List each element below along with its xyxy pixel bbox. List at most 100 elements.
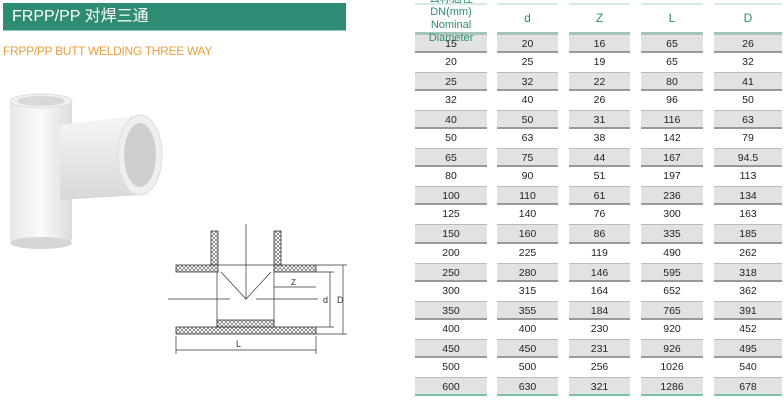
table-cell: 315 [518, 284, 537, 297]
table-cell: 300 [663, 208, 681, 221]
dim-L-label: L [236, 339, 241, 349]
table-cell: 20 [497, 34, 558, 54]
table-cell: 350 [415, 300, 487, 320]
table-cell: 38 [593, 132, 606, 145]
table-cell: 678 [714, 376, 782, 396]
table-cell: 19 [593, 56, 606, 69]
tee-dimension-drawing: Z d D L [168, 224, 347, 354]
table-cell: 225 [518, 246, 537, 259]
subtitle: FRPP/PP BUTT WELDING THREE WAY [3, 44, 213, 58]
table-cell: 51 [593, 170, 606, 183]
column-nominal-diameter: 公称通径 DN(mm)Nominal Diameter1520253240506… [415, 0, 487, 396]
table-cell: 50 [497, 110, 558, 130]
header-text: 公称通径 DN(mm) [429, 0, 473, 18]
table-cell: 495 [714, 338, 782, 358]
table-cell: 1286 [641, 376, 703, 396]
header-text: Z [595, 11, 604, 25]
table-cell: 400 [518, 322, 537, 335]
table-cell: 75 [497, 148, 558, 168]
table-cell: 22 [569, 72, 630, 92]
header-l: L [641, 3, 703, 34]
table-cell: 318 [714, 262, 782, 282]
table-cell: 146 [569, 262, 630, 282]
table-cell: 32 [742, 56, 754, 69]
table-cell: 926 [641, 338, 703, 358]
header-text: d [524, 11, 531, 25]
table-cell: 262 [739, 246, 757, 259]
table-cell: 450 [497, 338, 558, 358]
table-cell: 40 [521, 94, 534, 107]
table-cell: 321 [569, 376, 630, 396]
table-cell: 32 [445, 94, 457, 107]
table-cell: 125 [442, 208, 460, 221]
table-cell: 65 [415, 148, 487, 168]
header-text: L [668, 11, 676, 25]
table-cell: 184 [569, 300, 630, 320]
table-cell: 500 [442, 360, 460, 373]
table-cell: 113 [739, 170, 757, 183]
header-d: d [497, 3, 558, 34]
table-cell: 652 [663, 284, 681, 297]
table-cell: 80 [445, 170, 457, 183]
table-cell: 76 [593, 208, 606, 221]
table-cell: 160 [497, 224, 558, 244]
table-cell: 335 [641, 224, 703, 244]
header-text: D [743, 11, 753, 25]
table-cell: 197 [663, 170, 681, 183]
table-cell: 452 [739, 322, 757, 335]
tee-fitting-photo [9, 93, 163, 249]
dim-D-label: D [337, 295, 344, 305]
table-cell: 250 [415, 262, 487, 282]
table-cell: 1026 [660, 360, 684, 373]
table-cell: 119 [591, 246, 608, 259]
table-cell: 41 [714, 72, 782, 92]
table-cell: 110 [497, 186, 558, 206]
table-cell: 200 [442, 246, 460, 259]
table-cell: 400 [442, 322, 460, 335]
table-cell: 450 [415, 338, 487, 358]
table-cell: 15 [415, 34, 487, 54]
table-cell: 31 [569, 110, 630, 130]
table-cell: 90 [521, 170, 534, 183]
table-cell: 355 [497, 300, 558, 320]
table-cell: 391 [714, 300, 782, 320]
header-nominal-diameter: 公称通径 DN(mm)Nominal Diameter [415, 0, 487, 44]
table-cell: 40 [415, 110, 487, 130]
table-cell: 231 [569, 338, 630, 358]
table-cell: 63 [714, 110, 782, 130]
table-cell: 86 [569, 224, 630, 244]
table-cell: 50 [742, 94, 754, 107]
table-cell: 79 [742, 132, 754, 145]
table-cell: 20 [445, 56, 457, 69]
table-cell: 490 [663, 246, 681, 259]
table-cell: 167 [641, 148, 703, 168]
table-cell: 362 [739, 284, 757, 297]
table-cell: 150 [415, 224, 487, 244]
dim-z-label: Z [291, 278, 296, 287]
table-cell: 185 [714, 224, 782, 244]
table-cell: 50 [445, 132, 457, 145]
table-cell: 164 [590, 284, 609, 297]
header-z: Z [569, 3, 630, 34]
table-cell: 595 [641, 262, 703, 282]
table-cell: 80 [641, 72, 703, 92]
table-cell: 63 [521, 132, 534, 145]
table-cell: 600 [415, 376, 487, 396]
table-cell: 236 [641, 186, 703, 206]
table-cell: 630 [497, 376, 558, 396]
table-cell: 230 [590, 322, 609, 335]
table-cell: 256 [590, 360, 609, 373]
table-cell: 26 [593, 94, 606, 107]
header-outer-d: D [714, 3, 782, 34]
table-cell: 61 [569, 186, 630, 206]
table-cell: 280 [497, 262, 558, 282]
table-cell: 163 [739, 208, 757, 221]
table-cell: 44 [569, 148, 630, 168]
table-cell: 140 [518, 208, 537, 221]
table-cell: 25 [521, 56, 534, 69]
title-banner: FRPP/PP 对焊三通 [3, 3, 346, 31]
